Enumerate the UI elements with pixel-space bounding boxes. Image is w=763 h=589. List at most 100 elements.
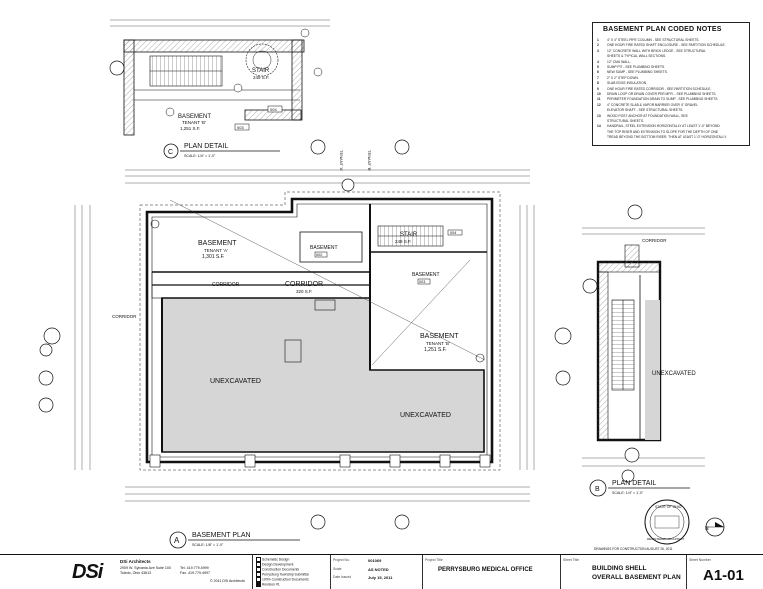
corridor-small-name: CORRIDOR: [212, 282, 240, 288]
tenant-b-vertical-label: TENANT 'B': [367, 150, 372, 171]
main-plan-title: BASEMENT PLAN: [192, 532, 251, 539]
unexcavated-right-label: UNEXCAVATED: [400, 412, 451, 419]
project-no: 001069: [368, 558, 382, 563]
checkbox-icon: [256, 567, 261, 572]
coded-note-row: 9 ONE HOUR FIRE RATED CORRIDOR - SEE PART…: [597, 87, 711, 91]
sheet-title-1: BUILDING SHELL: [592, 565, 647, 572]
firm-name: DSi Architects: [120, 559, 151, 564]
stamp-line2: REGISTERED ARCHITECT: [647, 537, 685, 541]
coded-note-text: TREAD BEYOND THE BOTTOM RISER. THEN AT L…: [607, 135, 727, 140]
north-label: N: [705, 526, 709, 532]
coded-note-row: 3 12" CONCRETE WALL WITH BRICK LEDGE - SE…: [597, 49, 706, 53]
basement-b-small-name: BASEMENT: [412, 272, 440, 278]
coded-notes-panel: BASEMENT PLAN CODED NOTES 1 4" X 4" STEEL…: [592, 22, 750, 146]
north-arrow-icon: [715, 522, 724, 527]
issue-label: 100% Construction Documents: [262, 577, 309, 582]
title-block: DSi DSi Architects 2909 W. Sylvania Ave …: [0, 554, 763, 589]
coded-note-row: 7 2" X 2" STEP DOWN.: [597, 76, 639, 80]
issue-label: Perrysburg Township Submittal: [262, 572, 309, 577]
project-no-label: Project No.: [333, 558, 350, 562]
coded-note-text: ELEVATOR SHAFT - SEE STRUCTURAL SHEETS.: [607, 108, 684, 113]
firm-logo: DSi: [72, 561, 103, 583]
issue-item: Revision #1: [256, 582, 280, 587]
plan-c-stair-name: STAIR: [252, 68, 270, 74]
coded-note-row: 6 NEW SUMP - SEE PLUMBING SHEETS.: [597, 70, 668, 74]
sheet-number-label: Sheet Number: [689, 558, 711, 562]
main-basement-plan: TENANT 'A' TENANT 'B' BASEMENT TENANT 'A…: [38, 139, 572, 549]
project-title: PERRYSBURG MEDICAL OFFICE: [438, 567, 533, 573]
coded-note-text: NEW SUMP - SEE PLUMBING SHEETS.: [607, 70, 668, 75]
plan-c-stair-area: 249 S.F.: [253, 75, 270, 80]
checkbox-icon: [256, 577, 261, 582]
coded-note-row: 5 SUMP PIT - SEE PLUMBING SHEETS.: [597, 65, 665, 69]
checkbox-icon: [256, 572, 261, 577]
coded-note-row: TREAD BEYOND THE BOTTOM RISER. THEN AT L…: [597, 135, 727, 139]
coded-note-number: 9: [597, 86, 599, 91]
project-title-label: Project Title: [425, 558, 443, 562]
corridor-name: CORRIDOR: [285, 281, 323, 288]
coded-note-text: 12" CONCRETE WALL WITH BRICK LEDGE - SEE…: [607, 48, 706, 53]
plan-detail-b: CORRIDOR UNEXCAVATED B PLAN DETAIL SCALE…: [582, 204, 705, 497]
coded-note-text: SHEETS & TYPICAL WALL SECTIONS.: [607, 54, 667, 59]
coded-note-text: STRUCTURAL SHEETS.: [607, 119, 645, 123]
coded-note-number: 14: [597, 124, 601, 129]
coded-note-number: 3: [597, 48, 599, 53]
coded-note-number: 12: [597, 102, 601, 107]
stair-tag: 004: [450, 231, 456, 235]
sheet-number: A1-01: [703, 567, 744, 584]
coded-note-row: SHEETS & TYPICAL WALL SECTIONS.: [597, 54, 666, 58]
coded-notes-title: BASEMENT PLAN CODED NOTES: [603, 26, 722, 33]
date-issued-label: Date Issued: [333, 575, 352, 579]
firm-address-1: 2909 W. Sylvania Ave Suite 100: [120, 566, 171, 570]
date-issued: July 15, 2011: [368, 575, 393, 580]
plan-b-unexcavated-label: UNEXCAVATED: [652, 371, 696, 377]
basement-b-name: BASEMENT: [420, 333, 459, 340]
basement-b-area: 1,251 S.F.: [424, 347, 447, 353]
firm-copyright: © 2011 DSi Architects: [210, 579, 245, 583]
plan-detail-c: STAIR 249 S.F. BASEMENT TENANT 'B' 1,251…: [109, 19, 330, 159]
basement-small-name: BASEMENT: [310, 245, 338, 251]
firm-address-2: Toledo, Ohio 43613: [120, 571, 152, 575]
coded-note-text: 2" X 2" STEP DOWN.: [607, 75, 639, 80]
plan-c-title: PLAN DETAIL: [184, 143, 228, 150]
coded-note-number: 5: [597, 65, 599, 69]
issue-label: Design Development: [262, 562, 294, 567]
plan-c-scale: SCALE: 1/4" = 1'-0": [184, 154, 216, 158]
checkbox-icon: [256, 557, 261, 562]
coded-note-text: 4" X 4" STEEL PIPE COLUMN - SEE STRUCTUR…: [607, 38, 700, 42]
coded-note-number: 2: [597, 43, 599, 48]
plan-c-basement-sub: TENANT 'B': [182, 120, 206, 125]
coded-note-number: 8: [597, 81, 599, 86]
coded-note-number: 4: [597, 59, 599, 64]
unexcavated-left-label: UNEXCAVATED: [210, 378, 261, 385]
coded-note-number: 6: [597, 70, 599, 75]
coded-note-number: 1: [597, 38, 599, 42]
basement-a-name: BASEMENT: [198, 240, 237, 247]
coded-note-text: SLAB EDGE INSULATION.: [607, 81, 648, 86]
stair-area: 249 S.F.: [395, 239, 412, 244]
architect-stamp: STATE OF OHIO REGISTERED ARCHITECT: [644, 499, 690, 545]
corridor-area: 320 S.F.: [296, 289, 313, 294]
coded-note-text: PERIMETER FOUNDATION DRAIN TO SUMP - SEE…: [607, 97, 719, 102]
plan-c-stair-tag: 004: [270, 107, 277, 112]
coded-note-text: ONE HOUR FIRE RATED CORRIDOR - SEE PARTI…: [607, 86, 712, 91]
basement-small-tag: 002: [316, 253, 322, 257]
issue-item: Construction Documents: [256, 567, 299, 572]
sheet-title-2: OVERALL BASEMENT PLAN: [592, 574, 681, 581]
basement-a-area: 1,301 S.F.: [202, 254, 225, 260]
issue-label: Revision #1: [262, 582, 280, 587]
coded-note-text: WOOD POST ANCHOR AT FOUNDATION WALL, SEE: [607, 113, 688, 118]
coded-note-text: HANDRAIL, STEEL EXTENSION HORIZONTALLY A…: [607, 124, 720, 129]
firm-phone: Tel. 419.779.4999: [180, 566, 209, 570]
issue-label: Schematic Design: [262, 557, 290, 562]
coded-note-row: 8 SLAB EDGE INSULATION.: [597, 81, 647, 85]
scale-value: AS NOTED: [368, 567, 389, 572]
coded-note-number: 7: [597, 75, 599, 80]
coded-note-text: SUMP PIT - SEE PLUMBING SHEETS.: [607, 65, 666, 69]
issue-item: 100% Construction Documents: [256, 577, 309, 582]
